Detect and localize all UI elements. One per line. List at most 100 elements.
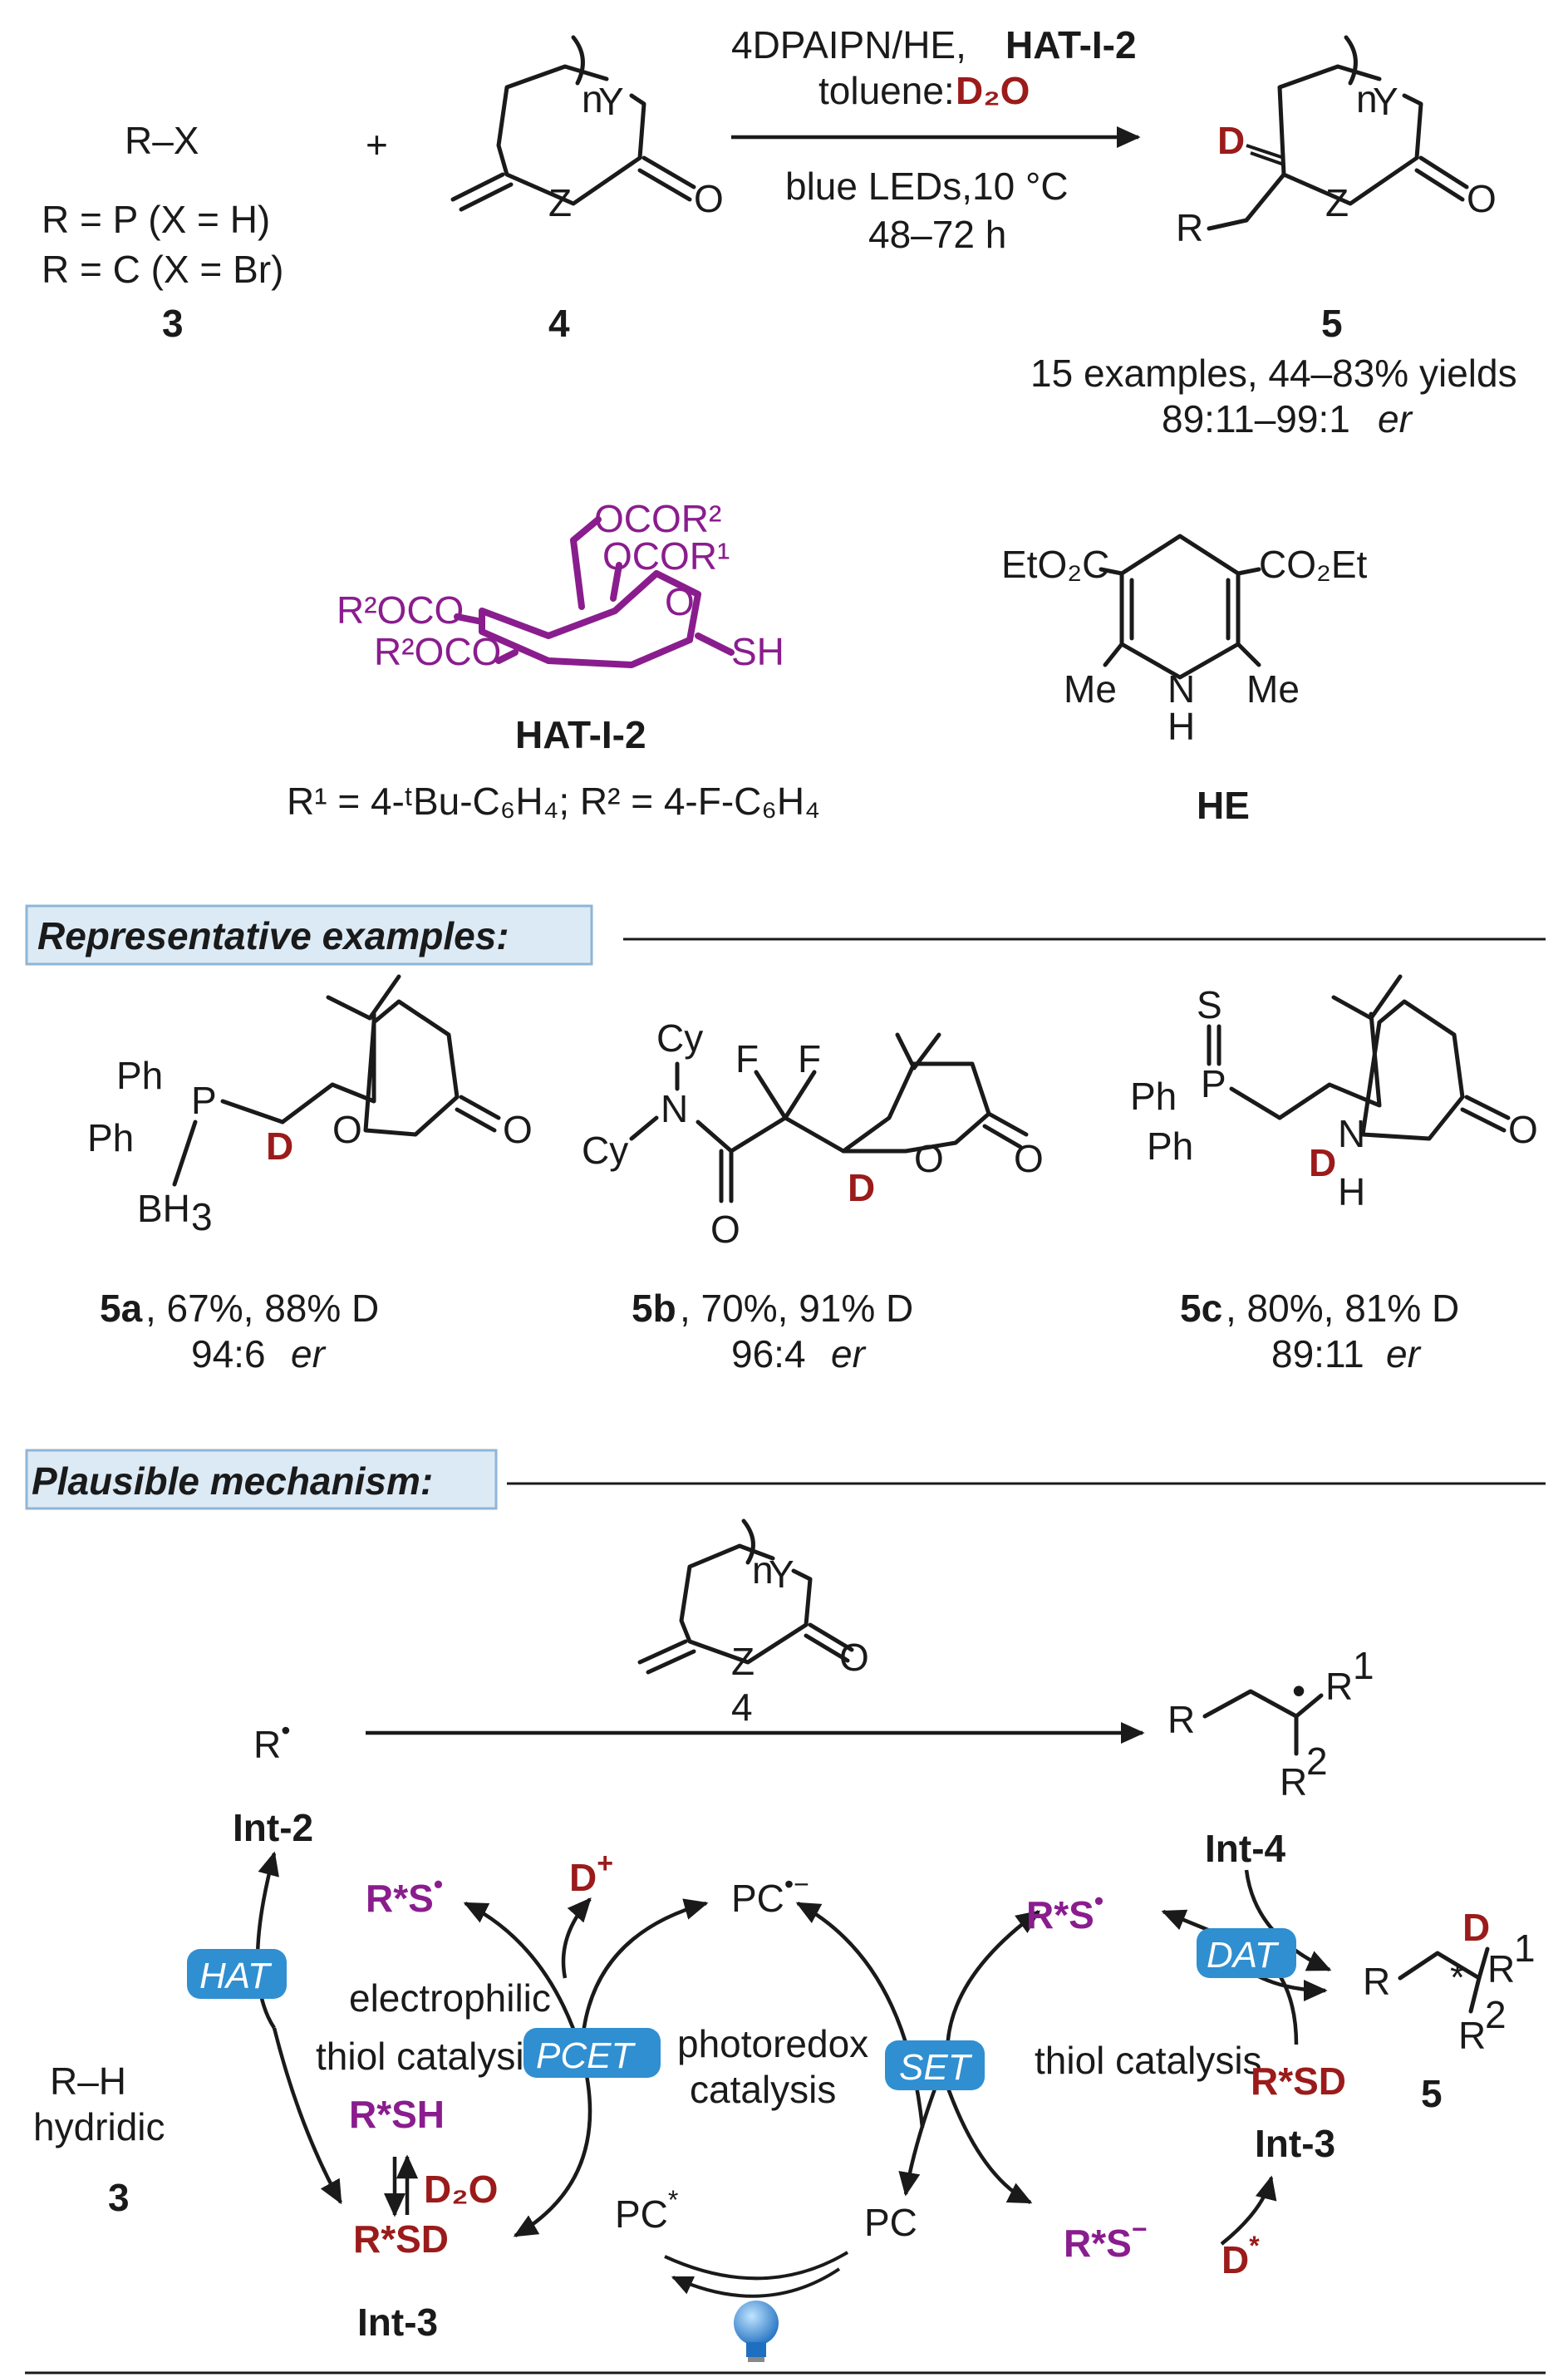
rsd-right: R*SD <box>1251 2060 1346 2103</box>
hat-arrow-down <box>272 2027 342 2205</box>
example-5b-yield: , 70%, 91% D <box>680 1287 913 1330</box>
svg-text:Ph: Ph <box>87 1116 134 1159</box>
light-bulb-icon <box>734 2301 779 2362</box>
example-5b-er-unit: er <box>831 1332 867 1376</box>
svg-text:Ph: Ph <box>1147 1125 1193 1168</box>
thiol-catalysis-right: thiol catalysis <box>1035 2039 1262 2082</box>
svg-text:S: S <box>1197 983 1222 1026</box>
hat-pill: HAT <box>187 1949 287 1999</box>
rs-anion: R*S− <box>1064 2214 1148 2265</box>
photoredox-text: photoredox <box>677 2022 868 2065</box>
examples-header-text: Representative examples: <box>37 914 509 957</box>
conditions-time: 48–72 h <box>868 213 1006 256</box>
pcet-pill: PCET <box>523 2028 661 2078</box>
rh-label: 3 <box>108 2176 130 2219</box>
substrate-label: 4 <box>548 302 570 345</box>
svg-text:2: 2 <box>1306 1740 1328 1783</box>
example-5b-label: 5b <box>632 1287 676 1330</box>
svg-text:Z: Z <box>731 1640 755 1683</box>
example-5c-structure: O N H P S Ph Ph D <box>1130 974 1538 1213</box>
conditions-d2o: D₂O <box>956 69 1030 112</box>
rh-formula: R–H <box>50 2060 126 2103</box>
svg-text:*: * <box>1450 1956 1465 1999</box>
svg-text:Y: Y <box>598 80 624 123</box>
svg-text:O: O <box>694 177 724 220</box>
reagent-def-c: R = C (X = Br) <box>42 248 283 291</box>
svg-text:O: O <box>710 1208 740 1251</box>
hat-arrow-up <box>255 1851 279 2030</box>
rs-radical-right: R*S• <box>1026 1886 1103 1937</box>
svg-text:O: O <box>1508 1108 1538 1151</box>
example-5a-er-unit: er <box>291 1332 327 1376</box>
mechanism-header: Plausible mechanism: <box>25 1449 498 1510</box>
example-5c-yield: , 80%, 81% D <box>1226 1287 1459 1330</box>
excitation-arrow <box>664 2251 849 2281</box>
svg-text:Cy: Cy <box>582 1129 628 1172</box>
svg-text:•: • <box>1292 1669 1305 1712</box>
mechanism-product-label: 5 <box>1421 2072 1443 2115</box>
he-left-ester: EtO₂C <box>1001 543 1109 586</box>
d-plus-label: D+ <box>569 1848 613 1899</box>
pcet-arrow-to-pc-anion <box>579 1898 709 2054</box>
conditions-catalyst: HAT-I-2 <box>1005 23 1137 66</box>
svg-text:R: R <box>1363 1960 1390 2003</box>
rsh-label: R*SH <box>349 2093 445 2136</box>
svg-text:H: H <box>1338 1170 1365 1213</box>
r2oco-upper: R²OCO <box>337 588 464 632</box>
product-examples: 15 examples, 44–83% yields <box>1030 352 1517 395</box>
svg-text:N: N <box>1338 1112 1365 1155</box>
product-5-structure: n Y O Z D R 5 15 examples, 44–83% yields… <box>1030 35 1517 440</box>
example-5a-yield: , 67%, 88% D <box>145 1287 379 1330</box>
he-right-methyl: Me <box>1246 667 1300 711</box>
svg-text:Z: Z <box>1325 181 1349 224</box>
hantzsch-ester: EtO₂C CO₂Et Me Me N H HE <box>1001 534 1368 827</box>
int3-right-label: Int-3 <box>1255 2122 1335 2165</box>
mechanism-substrate-label: 4 <box>731 1686 753 1729</box>
svg-text:P: P <box>1201 1062 1226 1105</box>
product-er-value: 89:11–99:1 <box>1162 397 1350 440</box>
ocor2-top: OCOR² <box>594 497 721 540</box>
hat-catalyst: OCOR² OCOR¹ R²OCO R²OCO O SH HAT-I-2 R¹ … <box>287 497 820 823</box>
svg-text:Ph: Ph <box>116 1054 163 1097</box>
pc-excited: PC* <box>615 2185 678 2236</box>
thiol-sh: SH <box>731 630 784 673</box>
svg-text:D: D <box>266 1125 293 1168</box>
d2o-label: D₂O <box>424 2168 498 2211</box>
reagent-3: R–X R = P (X = H) R = C (X = Br) 3 <box>42 119 283 345</box>
product-er-unit: er <box>1378 397 1413 440</box>
reagent-formula: R–X <box>125 119 199 162</box>
svg-text:F: F <box>735 1037 759 1080</box>
svg-text:DAT: DAT <box>1207 1935 1280 1976</box>
svg-text:PCET: PCET <box>536 2035 636 2076</box>
r2oco-lower: R²OCO <box>374 630 501 673</box>
svg-text:R: R <box>1176 206 1203 249</box>
svg-text:Y: Y <box>769 1553 794 1596</box>
set-arrow-to-rs-anion <box>945 2085 1033 2205</box>
relaxation-arrow <box>671 2267 841 2298</box>
svg-text:D: D <box>1309 1141 1336 1184</box>
svg-text:O: O <box>1014 1137 1044 1180</box>
svg-text:D: D <box>1462 1906 1490 1949</box>
plus-sign: + <box>366 123 388 166</box>
conditions-solvent: toluene: <box>818 69 955 112</box>
thiol-catalysis-left: thiol catalysis <box>316 2035 543 2078</box>
deuterium-label: D <box>1217 119 1245 162</box>
svg-text:O: O <box>503 1108 533 1151</box>
svg-text:D: D <box>848 1166 875 1209</box>
reagent-def-p: R = P (X = H) <box>42 198 270 241</box>
he-nitrogen: N <box>1167 667 1195 711</box>
mechanism-header-text: Plausible mechanism: <box>32 1459 433 1503</box>
svg-text:Z: Z <box>548 181 572 224</box>
svg-text:P: P <box>191 1079 217 1122</box>
substrate-4-structure: n Y O Z 4 <box>450 35 724 345</box>
he-name: HE <box>1197 784 1250 827</box>
example-5c-label: 5c <box>1180 1287 1222 1330</box>
catalysis-text: catalysis <box>690 2068 836 2111</box>
d-plus-arrow <box>561 1897 592 1979</box>
example-5a-structure: O O P Ph Ph BH 3 D <box>87 974 533 1238</box>
pcet-arrow-to-rs <box>463 1901 584 2054</box>
svg-text:Y: Y <box>1373 80 1398 123</box>
set-arrow-to-rs <box>945 1910 1041 2054</box>
